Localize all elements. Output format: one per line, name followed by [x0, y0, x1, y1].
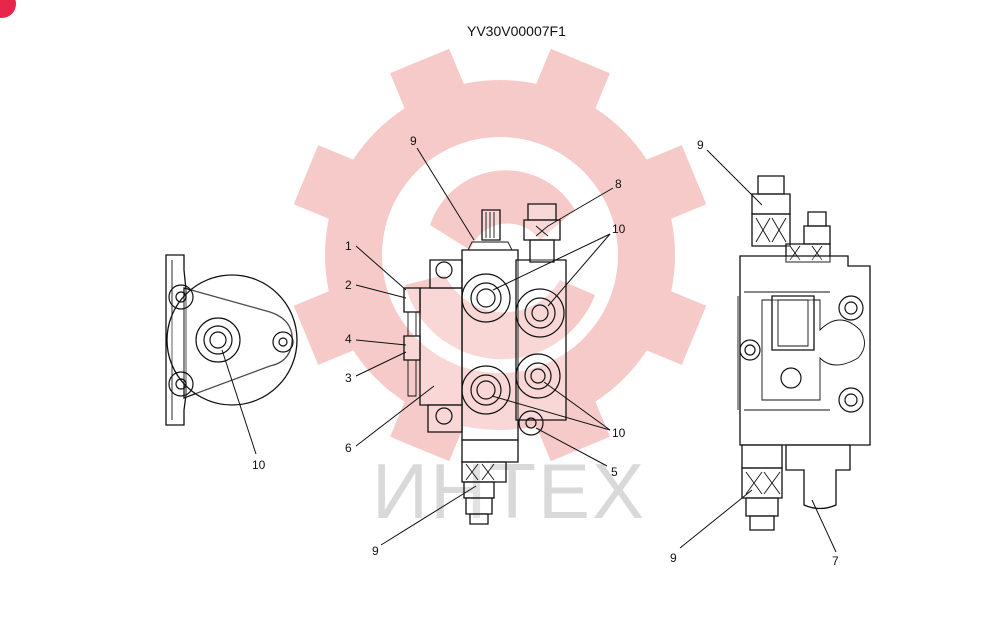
callout-right-7: 7 [832, 554, 839, 568]
callout-center-1: 1 [345, 239, 352, 253]
right-side-view [737, 175, 871, 531]
callout-center-4: 4 [345, 332, 352, 346]
callout-center-8: 8 [615, 177, 622, 191]
corner-badge [0, 0, 16, 18]
callout-center-5: 5 [611, 465, 618, 479]
callout-center-9-top: 9 [410, 134, 417, 148]
center-front-view [403, 203, 567, 525]
callout-center-3: 3 [345, 371, 352, 385]
callout-right-9-top: 9 [697, 138, 704, 152]
watermark-gear-icon [293, 48, 707, 462]
drawing-number: YV30V00007F1 [467, 23, 566, 39]
callout-center-2: 2 [345, 278, 352, 292]
callout-center-10-bottom: 10 [612, 426, 626, 440]
callout-center-9-bottom: 9 [372, 544, 379, 558]
callout-center-6: 6 [345, 441, 352, 455]
callout-center-10-top: 10 [612, 222, 626, 236]
callout-right-9-bottom: 9 [670, 551, 677, 565]
left-end-view [165, 254, 298, 426]
callout-left-10: 10 [252, 458, 266, 472]
